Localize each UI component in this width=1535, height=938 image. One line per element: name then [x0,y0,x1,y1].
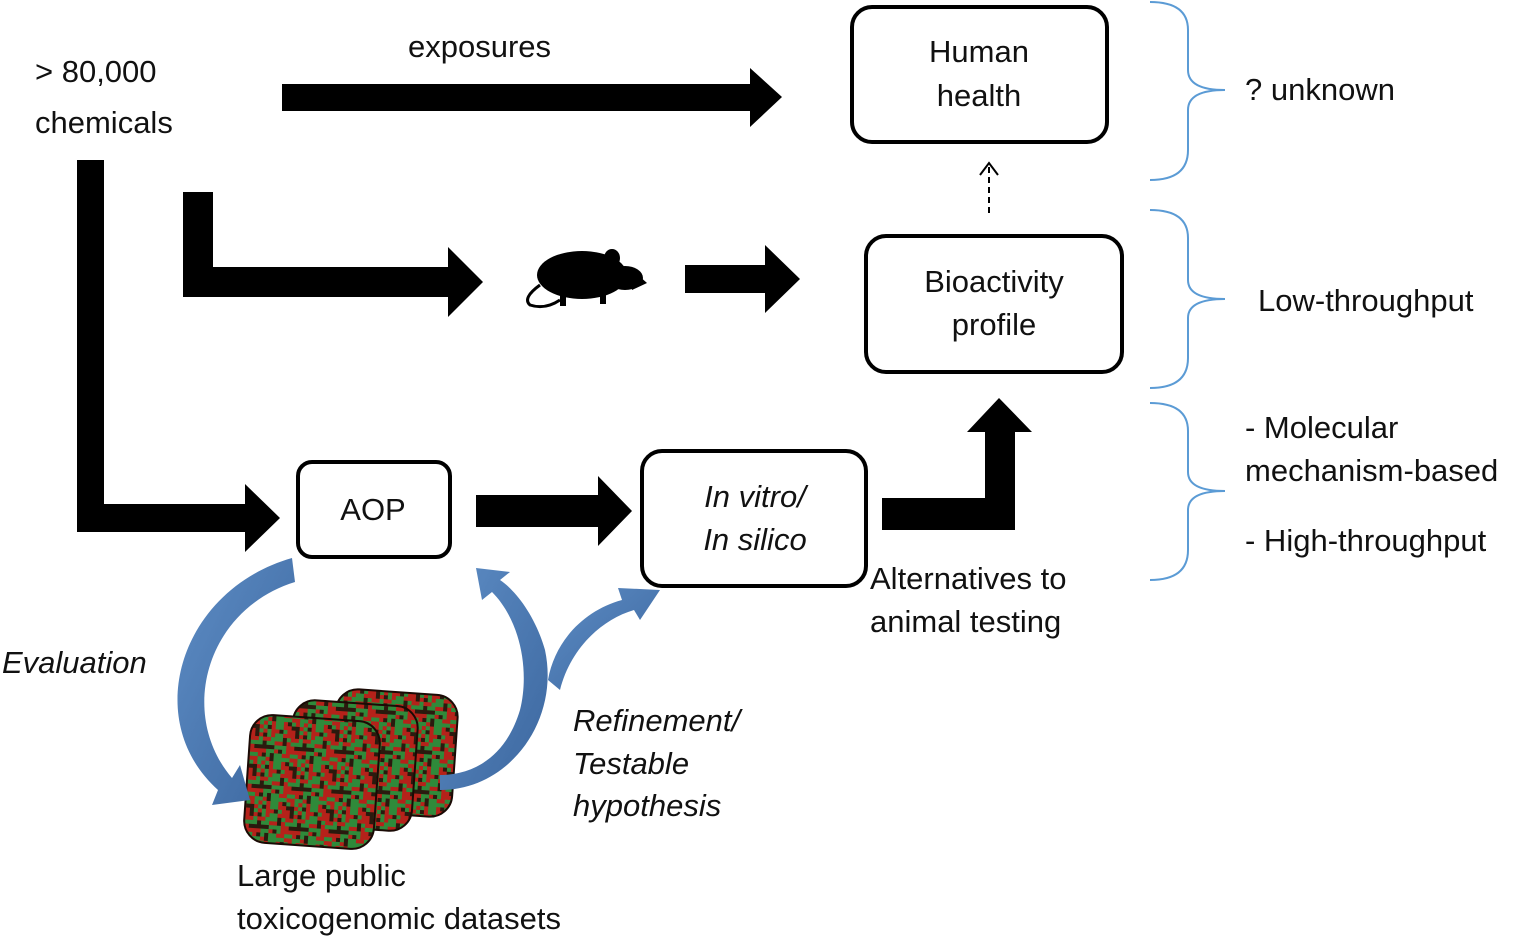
brace-bottom-line3: - High-throughput [1245,523,1487,558]
brace-top-label: ? unknown [1245,72,1395,107]
in-vitro-box [640,449,868,588]
animal-to-bioactivity-arrow [685,245,800,313]
brace-bottom-line2: mechanism-based [1245,453,1498,488]
bioactivity-profile-box [864,234,1124,374]
exposures-label: exposures [408,29,551,64]
datasets-line2: toxicogenomic datasets [237,901,561,936]
human-health-line2: health [937,78,1021,113]
brace-top [1149,1,1226,181]
exposures-arrow [282,68,782,127]
source-line2: chemicals [35,105,173,140]
chemicals-to-aop-arrow [77,160,280,552]
bioactivity-line2: profile [952,307,1036,342]
bioactivity-line1: Bioactivity [924,264,1064,299]
aop-box [296,460,452,559]
refinement-arrow [440,568,660,790]
rat-icon [526,249,647,309]
refinement-line3: hypothesis [573,788,721,823]
brace-bottom [1149,402,1226,581]
refinement-line2: Testable [573,746,689,781]
dashed-up-arrow [979,161,999,213]
in-vitro-line2: In silico [703,522,806,557]
chemicals-to-animal-arrow [183,192,483,317]
in-vitro-line1: In vitro/ [704,479,809,514]
human-health-box [850,5,1109,144]
brace-middle [1149,209,1226,389]
human-health-line1: Human [929,34,1029,69]
evaluation-label: Evaluation [2,645,147,680]
aop-to-invitro-arrow [476,476,632,546]
source-line1: > 80,000 [35,54,157,89]
brace-middle-label: Low-throughput [1258,283,1474,318]
evaluation-arrow [177,558,295,805]
refinement-line1: Refinement/ [573,703,744,738]
aop-label: AOP [340,492,405,527]
braces [1149,1,1226,581]
datasets-line1: Large public [237,858,406,893]
invitro-to-bioactivity-arrow [882,398,1032,530]
brace-bottom-line1: - Molecular [1245,410,1398,445]
alternatives-line2: animal testing [870,604,1061,639]
heatmap-stack-icon [243,688,459,850]
alternatives-line1: Alternatives to [870,561,1066,596]
